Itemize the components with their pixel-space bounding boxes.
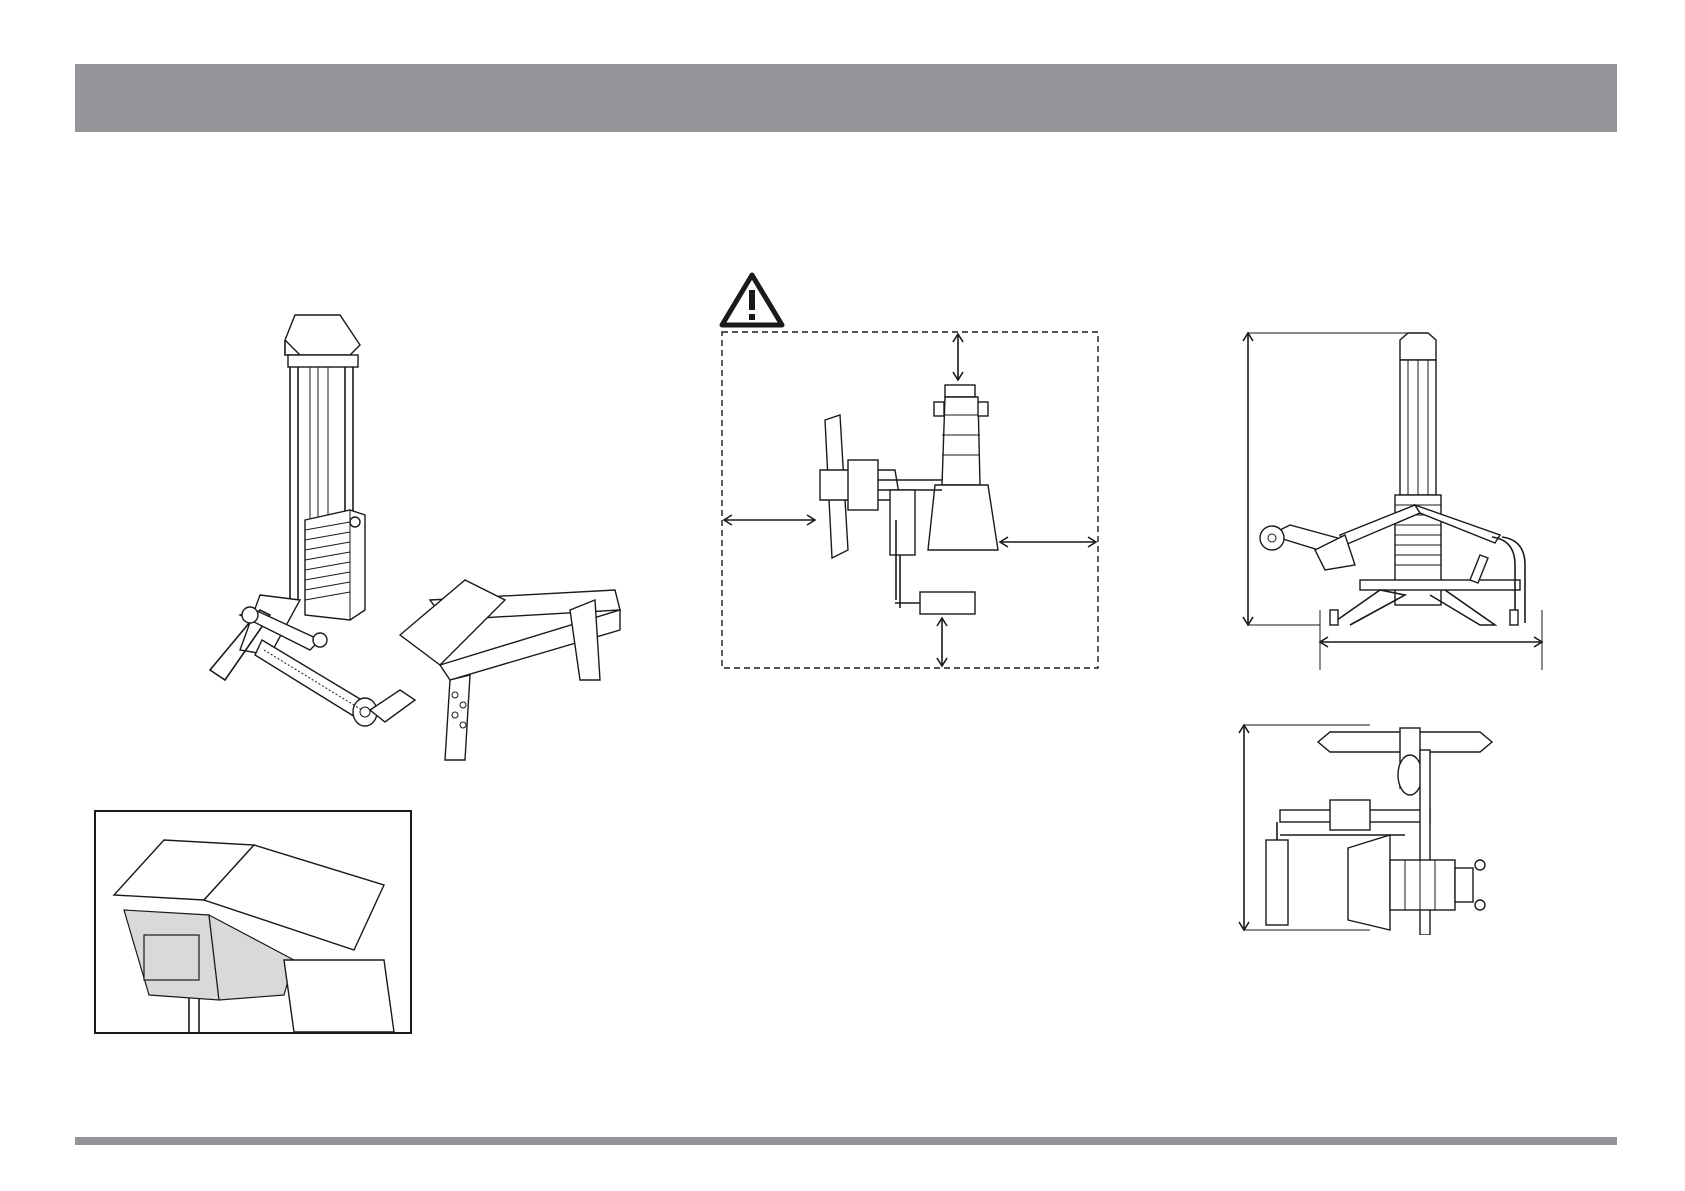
- machine-side-elevation: [1230, 325, 1550, 670]
- header-bar: [75, 64, 1617, 132]
- footer-bar: [75, 1137, 1617, 1145]
- clearance-top-view: [720, 330, 1100, 670]
- machine-top-plan: [1230, 720, 1550, 935]
- warning-triangle-icon: [719, 272, 785, 328]
- seat-detail-inset: [94, 810, 412, 1034]
- machine-isometric-view: [200, 310, 630, 780]
